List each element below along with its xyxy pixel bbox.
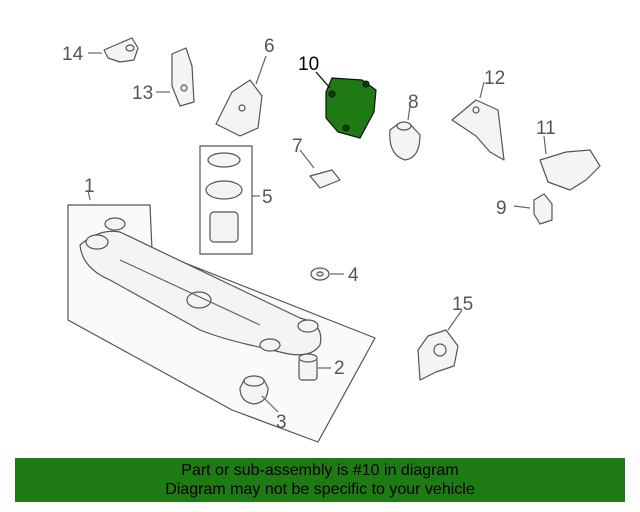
- callout-13[interactable]: 13: [132, 83, 153, 104]
- part-1-subframe[interactable]: [67, 189, 376, 443]
- callout-10[interactable]: 10: [298, 54, 319, 75]
- callout-4[interactable]: 4: [348, 265, 359, 286]
- callout-11[interactable]: 11: [536, 118, 556, 139]
- part-4-washer[interactable]: [310, 267, 344, 281]
- callout-9[interactable]: 9: [496, 198, 507, 219]
- callout-15[interactable]: 15: [452, 294, 473, 315]
- callout-12[interactable]: 12: [484, 68, 505, 89]
- part-6-bracket[interactable]: [215, 55, 267, 137]
- callout-1[interactable]: 1: [84, 176, 95, 197]
- callout-6[interactable]: 6: [264, 36, 275, 57]
- part-14-clip[interactable]: [88, 37, 139, 63]
- banner-line-2: Diagram may not be specific to your vehi…: [165, 481, 475, 498]
- callout-2[interactable]: 2: [334, 358, 345, 379]
- part-10-bracket-highlighted[interactable]: [315, 71, 377, 139]
- part-15-mount[interactable]: [417, 309, 463, 381]
- banner-line-1: Part or sub-assembly is #10 in diagram: [181, 462, 459, 479]
- part-12-bracket[interactable]: [451, 81, 505, 161]
- callout-8[interactable]: 8: [408, 92, 419, 113]
- part-11-mount-assembly[interactable]: [539, 135, 601, 191]
- part-5-mount-kit[interactable]: [199, 145, 260, 255]
- info-banner: Part or sub-assembly is #10 in diagram D…: [15, 458, 625, 502]
- callout-14[interactable]: 14: [62, 44, 84, 65]
- callout-3[interactable]: 3: [276, 412, 287, 433]
- part-9-small-mount[interactable]: [513, 193, 553, 225]
- part-7-block[interactable]: [299, 149, 341, 189]
- callout-5[interactable]: 5: [262, 187, 273, 208]
- part-8-mount[interactable]: [389, 105, 421, 161]
- part-2-bushing[interactable]: [298, 353, 331, 381]
- part-3-cushion[interactable]: [239, 375, 279, 413]
- callout-7[interactable]: 7: [292, 136, 303, 157]
- part-13-bracket[interactable]: [156, 47, 195, 107]
